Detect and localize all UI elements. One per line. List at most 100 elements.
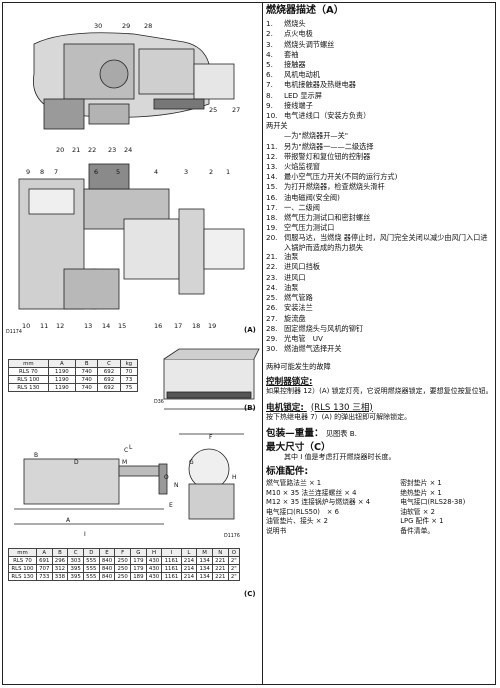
table-cell: 179 [130,564,147,573]
item-text: 点火电极 [284,29,313,39]
table-cell: 733 [35,572,53,581]
table-header-cell: I [161,548,182,557]
table-cell: 840 [98,564,116,573]
package-weight-label: 包装—重量： [266,427,324,439]
table-cell: 296 [51,556,69,565]
table-cell: 555 [82,564,100,573]
item-number: 21. [266,252,278,262]
table-cell: 1161 [161,564,182,573]
accessories-title: 标准配件: [266,465,309,477]
item-text: 为打开燃烧器，检查燃烧头滑杆 [284,182,385,192]
item-text: 另为"燃烧器一——二级选择 [284,141,374,151]
table-cell: 395 [67,564,84,573]
item-text: 油电磁阀(安全阀) [284,192,340,202]
item-text: 燃烧头调节螺丝 [284,39,335,49]
table-cell: 1190 [47,383,77,392]
list-item: 24.油泵 [266,283,494,293]
table-cell: 395 [67,572,84,581]
callout-number: 22 [88,146,97,154]
accessory-item: 绝热垫片 × 1 [400,488,442,497]
callout-number: 4 [154,168,159,176]
component-item-20: 20.伺服马达，当燃烧 器停止时，风门完全关闭以减少由风门入口进入锅炉而造成的热… [266,233,494,252]
item-text: 油泵 [284,252,299,262]
table-header-cell: N [211,548,229,557]
callout-number: 9 [26,168,31,176]
fig-c-code: D1176 [224,534,240,539]
table-header-cell: A [47,359,77,368]
item-text: 电机接触器及热继电器 [284,80,356,90]
item-text: 旋流盘 [284,313,306,323]
item-number: 1. [266,19,273,29]
table-cell: 840 [98,556,116,565]
fig-a-label: (A) [244,326,256,334]
item-number: 22. [266,262,278,272]
list-item: 5.接触器 [266,60,494,70]
table-cell: 740 [75,367,99,376]
table-cell: 214 [180,556,198,565]
item-text: 燃气管路 [284,293,313,303]
list-item: 19.空气压力测试口 [266,223,494,233]
switch-line-1: 两开关 [266,121,288,131]
column-divider [262,2,263,685]
callout-number: 2 [209,168,214,176]
list-item: 30.燃油燃气选择开关 [266,344,494,354]
callout-number: 7 [54,168,59,176]
table-cell: 179 [130,556,147,565]
list-item: 1.燃烧头 [266,19,494,29]
table-cell: 214 [180,564,198,573]
callout-number: 17 [174,322,183,330]
faults-line: 两种可能发生的故障 [266,362,331,372]
max-dims-body: 其中 I 值是考虑打开燃烧器时长度。 [284,452,396,461]
item-number: 7. [266,80,273,90]
callout-number: 27 [232,106,241,114]
table-cell: 303 [67,556,84,565]
list-item: 6.风机电动机 [266,70,494,80]
callout-number: 1 [226,168,231,176]
item-text: 燃气压力测试口和密封螺丝 [284,213,371,223]
callout-number: 18 [192,322,201,330]
dimension-letter: B [34,452,39,459]
item-number: 17. [266,202,278,212]
motor-lock-body: 按下热继电器 7）(A) 的弹出钮即可解除锁定。 [266,412,412,421]
item-number: 23. [266,272,278,282]
callout-number: 24 [124,146,133,154]
table-cell: 692 [97,367,121,376]
table-header-cell: H [145,548,163,557]
package-weight-body: 见图表 B. [325,428,357,438]
list-item: 11. 另为"燃烧器一——二级选择 [266,142,494,152]
table-cell: 555 [82,572,100,581]
item-text: 进风口挡板 [284,262,320,272]
accessory-item: 电气接口(RLS50) × 6 [266,507,339,516]
table-cell: RLS 130 [8,383,49,392]
item-text: 风机电动机 [284,70,320,80]
table-header-cell: D [82,548,100,557]
table-cell: 250 [114,556,132,565]
item-number: 3. [266,39,273,49]
item-text: 套袖 [284,49,299,59]
dimension-letter: O [164,474,169,481]
table-cell: 250 [114,572,132,581]
table-cell: 1161 [161,556,182,565]
item-text: 空气压力测试口 [284,223,335,233]
item-number: 12. [266,151,278,161]
item-number: 13. [266,162,278,172]
item-number: 11. [266,141,278,151]
dimension-letter: M [122,459,128,466]
list-item: 29.光电管 UV [266,334,494,344]
list-item: 26.安装法兰 [266,303,494,313]
item-number: 10. [266,111,278,121]
item-text: 火焰监视窗 [284,162,320,172]
dimension-letter: A [66,517,71,524]
table-cell: RLS 70 [8,556,37,565]
table-header-cell: G [130,548,147,557]
callout-number: 28 [144,22,153,30]
table-cell: 707 [35,564,53,573]
table-cell: 691 [35,556,53,565]
accessory-item: 油软管 × 2 [400,507,435,516]
table-cell: 250 [114,564,132,573]
